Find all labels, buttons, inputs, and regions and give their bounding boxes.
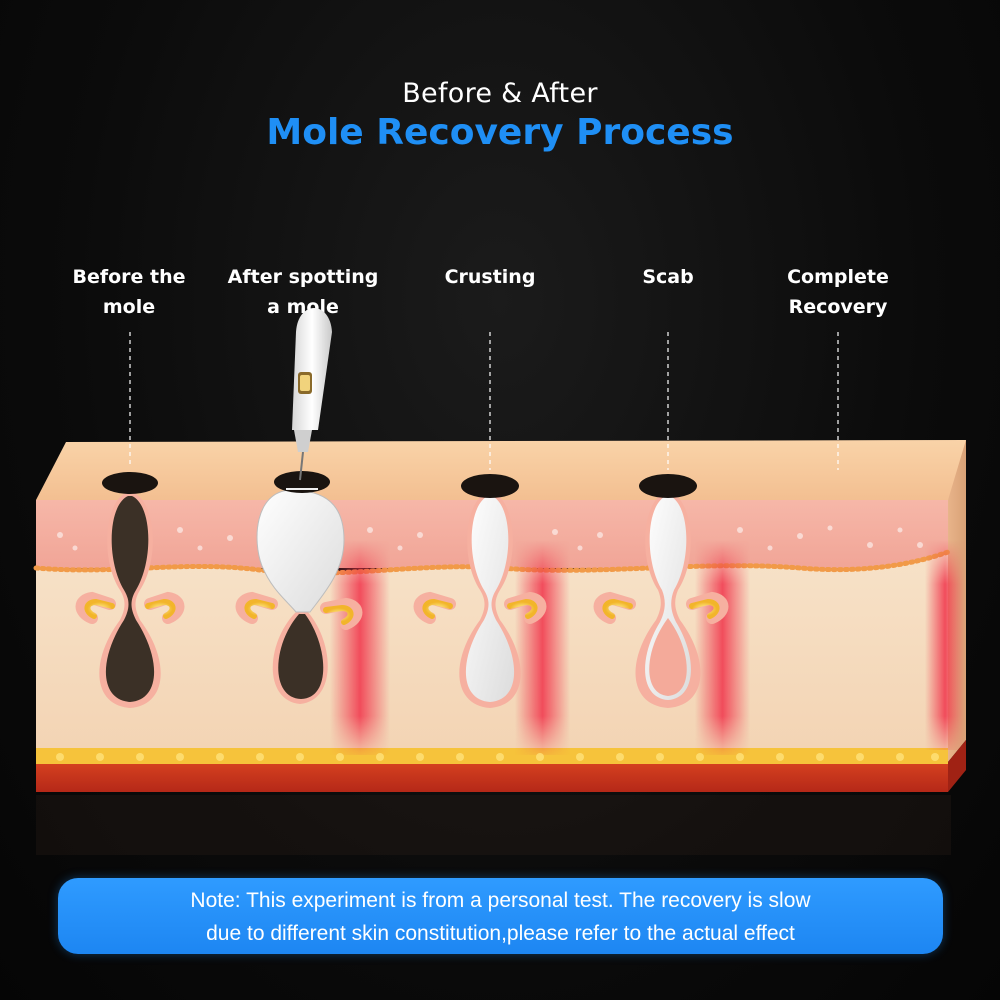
mole-spotting	[235, 471, 363, 704]
floor-reflection	[36, 795, 951, 855]
stage-label-spotting: After spotting a mole	[227, 266, 379, 318]
note-text: Note: This experiment is from a personal…	[190, 889, 811, 945]
page-subtitle: Before & After	[402, 78, 598, 109]
fat-beads	[56, 753, 939, 761]
skin-texture-dots	[57, 525, 923, 551]
page-title: Mole Recovery Process	[266, 112, 734, 153]
stage-label-before: Before the mole	[72, 266, 186, 318]
mole-before	[75, 472, 185, 708]
spot-removal-pen-icon	[292, 308, 332, 481]
mole-crusting	[413, 474, 547, 708]
inflammation-streaks	[330, 520, 965, 755]
leader-lines	[129, 332, 839, 470]
stage-label-crusting: Crusting	[444, 266, 536, 288]
stage-label-recovery: Complete Recovery	[787, 266, 889, 318]
note-banner: Note: This experiment is from a personal…	[58, 878, 943, 954]
stage-label-scab: Scab	[642, 266, 694, 288]
mole-scab	[593, 474, 729, 708]
